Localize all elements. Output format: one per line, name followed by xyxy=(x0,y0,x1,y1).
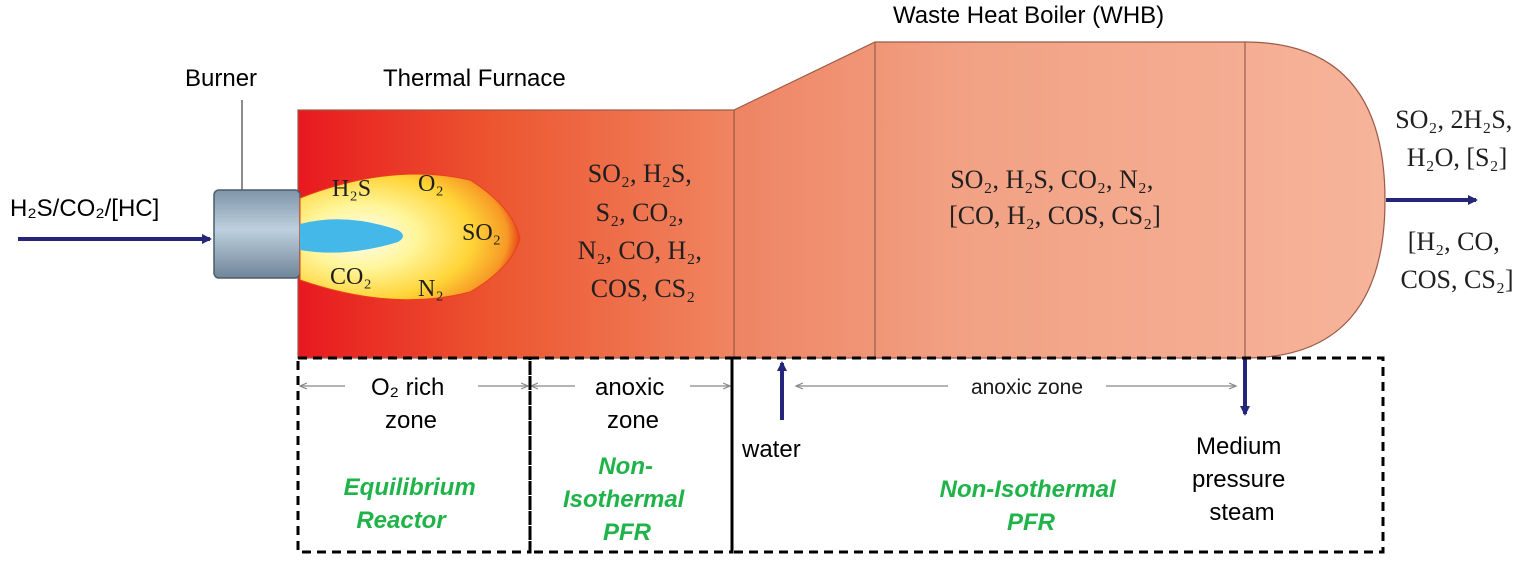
anoxic-zone-label: anoxic zone xyxy=(595,374,671,434)
model-line: Non- xyxy=(598,453,653,480)
furnace-species: SO₂, H₂S, S₂, CO₂, N₂, CO, H₂, COS, CS₂ xyxy=(578,159,709,303)
furnace-species-line: SO₂, H₂S, xyxy=(588,159,692,188)
furnace-pfr-label: Non- Isothermal PFR xyxy=(563,453,691,546)
water-label: water xyxy=(741,436,801,463)
whb-vessel xyxy=(733,41,1386,359)
zone-line: anoxic xyxy=(595,374,664,401)
flame-so2: SO₂ xyxy=(462,220,501,246)
feed-label: H₂S/CO₂/[HC] xyxy=(10,195,159,222)
flame-n2: N₂ xyxy=(418,276,444,302)
burner-nozzle xyxy=(213,189,301,279)
whb-pfr-label: Non-Isothermal PFR xyxy=(940,476,1123,536)
zone-line: O₂ rich xyxy=(371,374,444,401)
model-line: Reactor xyxy=(356,507,447,534)
whb-species: SO₂, H₂S, CO₂, N₂, [CO, H₂, COS, CS₂] xyxy=(949,165,1161,230)
flame xyxy=(299,173,521,301)
outlet-line: SO₂, 2H₂S, xyxy=(1395,105,1512,134)
furnace-pfr-box xyxy=(528,356,734,554)
whb-anoxic-zone-label: anoxic zone xyxy=(971,376,1083,399)
model-line: Equilibrium xyxy=(344,474,476,501)
steam-line: steam xyxy=(1209,499,1274,526)
flame-h2s: H₂S xyxy=(332,176,371,202)
model-line: PFR xyxy=(1007,509,1056,536)
flame-core xyxy=(300,219,403,253)
o2-rich-zone-label: O₂ rich zone xyxy=(371,374,451,434)
zone-line: zone xyxy=(385,407,437,434)
flame-o2: O₂ xyxy=(418,171,444,197)
flame-co2: CO₂ xyxy=(330,264,372,290)
outlet-species-top: SO₂, 2H₂S, H₂O, [S₂] xyxy=(1395,105,1519,172)
thermal-furnace-label: Thermal Furnace xyxy=(383,65,566,92)
zone-line: zone xyxy=(607,407,659,434)
model-line: Isothermal xyxy=(563,486,686,513)
outlet-line: [H₂, CO, xyxy=(1408,227,1500,256)
outlet-line: H₂O, [S₂] xyxy=(1407,143,1507,172)
equilibrium-reactor-label: Equilibrium Reactor xyxy=(344,474,483,534)
steam-line: Medium xyxy=(1196,433,1281,460)
model-line: Non-Isothermal xyxy=(940,476,1117,503)
whb-species-line: [CO, H₂, COS, CS₂] xyxy=(949,201,1161,230)
model-line: PFR xyxy=(603,519,652,546)
whb-pfr-box xyxy=(730,356,1385,554)
whb-species-line: SO₂, H₂S, CO₂, N₂, xyxy=(950,165,1153,194)
furnace-species-line: COS, CS₂ xyxy=(591,274,695,303)
burner-label: Burner xyxy=(185,65,257,92)
whb-label: Waste Heat Boiler (WHB) xyxy=(893,2,1164,29)
furnace-species-line: N₂, CO, H₂, xyxy=(578,236,702,265)
steam-line: pressure xyxy=(1192,466,1285,493)
outlet-line: COS, CS₂] xyxy=(1400,265,1513,294)
equilibrium-reactor-box xyxy=(296,356,532,554)
steam-label: Medium pressure steam xyxy=(1192,433,1292,526)
furnace-species-line: S₂, CO₂, xyxy=(596,198,684,227)
outlet-species-bottom: [H₂, CO, COS, CS₂] xyxy=(1400,227,1513,294)
